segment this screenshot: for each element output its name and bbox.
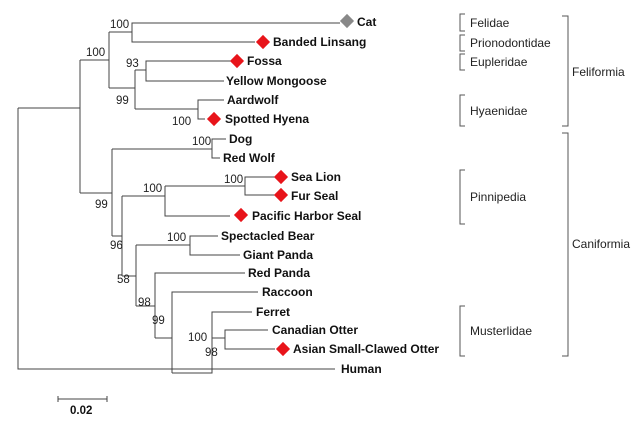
branch-otariidae (165, 176, 275, 196)
taxon-pacific-harbor-seal: Pacific Harbor Seal (252, 209, 361, 223)
red-diamond-marker (255, 34, 271, 50)
bracket-pinnipedia (459, 169, 465, 225)
taxon-banded-linsang: Banded Linsang (273, 35, 366, 49)
bootstrap-value: 100 (172, 116, 191, 128)
red-diamond-marker (229, 53, 245, 69)
bootstrap-value: 98 (205, 347, 218, 359)
grey-diamond-marker (339, 13, 355, 29)
branch-musteloidea (122, 245, 137, 306)
bootstrap-value: 100 (192, 136, 211, 148)
taxon-aardwolf: Aardwolf (227, 93, 279, 107)
red-diamond-marker (206, 111, 222, 127)
red-diamond-marker (273, 169, 289, 185)
scale-bar-label: 0.02 (70, 405, 92, 417)
bracket-prionodontidae (459, 34, 465, 52)
suborder-brackets: Feliformia Caniformia (562, 15, 630, 357)
bootstrap-value: 100 (188, 332, 207, 344)
family-label-musteridae: Musterlidae (470, 324, 532, 338)
bootstrap-value: 98 (138, 297, 151, 309)
bracket-feliformia (562, 15, 569, 127)
tree-branches (17, 22, 340, 374)
bootstrap-value: 93 (126, 58, 139, 70)
bootstrap-values: 100 100 93 99 100 100 100 100 99 100 96 … (86, 19, 243, 359)
red-diamond-marker (233, 207, 249, 223)
taxon-asian-small-clawed-otter: Asian Small-Clawed Otter (293, 342, 439, 356)
branch-eupler-hyaen (109, 70, 136, 109)
family-label-pinnipedia: Pinnipedia (470, 190, 526, 204)
taxon-fur-seal: Fur Seal (291, 189, 338, 203)
branch-root-human (17, 108, 335, 370)
bracket-caniformia (562, 132, 569, 357)
red-diamond-marker (275, 341, 291, 357)
bootstrap-value: 96 (110, 240, 123, 252)
branch-ursidae (136, 235, 240, 256)
bracket-musteridae (459, 305, 465, 357)
branch-hyaenidae (135, 99, 224, 120)
taxon-ferret: Ferret (256, 305, 290, 319)
taxon-sea-lion: Sea Lion (291, 170, 341, 184)
bootstrap-value: 100 (143, 183, 162, 195)
taxon-red-wolf: Red Wolf (223, 151, 276, 165)
family-brackets: Felidae Prionodontidae Eupleridae Hyaeni… (459, 13, 551, 357)
taxon-labels: Cat Banded Linsang Fossa Yellow Mongoose… (221, 15, 439, 376)
branch-canidae (112, 138, 226, 159)
taxon-cat: Cat (357, 15, 376, 29)
taxon-fossa: Fossa (247, 54, 282, 68)
bootstrap-value: 58 (117, 274, 130, 286)
bootstrap-value: 100 (110, 19, 129, 31)
branch-red-panda (136, 272, 245, 338)
branch-felidae-prionodontidae (109, 22, 340, 43)
red-diamond-marker (273, 187, 289, 203)
bootstrap-value: 99 (95, 199, 108, 211)
taxon-yellow-mongoose: Yellow Mongoose (226, 74, 327, 88)
bracket-eupleridae (459, 53, 465, 71)
taxon-giant-panda: Giant Panda (243, 248, 313, 262)
bootstrap-value: 100 (224, 174, 243, 186)
taxon-spectacled-bear: Spectacled Bear (221, 229, 315, 243)
taxon-red-panda: Red Panda (248, 266, 310, 280)
taxon-human: Human (341, 362, 382, 376)
taxon-canadian-otter: Canadian Otter (272, 323, 358, 337)
suborder-label-feliformia: Feliformia (572, 65, 625, 79)
branch-pinnipedia (122, 186, 230, 217)
branch-carnivora (18, 60, 81, 193)
bootstrap-value: 99 (152, 315, 165, 327)
suborder-label-caniformia: Caniformia (572, 237, 630, 251)
taxon-raccoon: Raccoon (262, 285, 313, 299)
bootstrap-value: 99 (116, 95, 129, 107)
branch-mustelidae (172, 311, 252, 374)
family-label-prionodontidae: Prionodontidae (470, 36, 551, 50)
branch-feliformia (80, 32, 110, 88)
branch-arctoidea (112, 196, 123, 276)
branch-eupleridae (135, 60, 232, 82)
taxon-spotted-hyena: Spotted Hyena (225, 112, 309, 126)
branch-procyonidae (155, 291, 258, 373)
bootstrap-value: 100 (167, 232, 186, 244)
family-label-eupleridae: Eupleridae (470, 55, 528, 69)
branch-otters (212, 329, 275, 350)
scale-bar: 0.02 (57, 396, 108, 417)
taxon-dog: Dog (229, 132, 252, 146)
family-label-felidae: Felidae (470, 16, 510, 30)
bracket-felidae (459, 13, 465, 32)
bootstrap-value: 100 (86, 47, 105, 59)
branch-caniformia (80, 149, 113, 236)
scale-bar-line (57, 396, 108, 402)
bracket-hyaenidae (459, 94, 465, 127)
family-label-hyaenidae: Hyaenidae (470, 104, 528, 118)
